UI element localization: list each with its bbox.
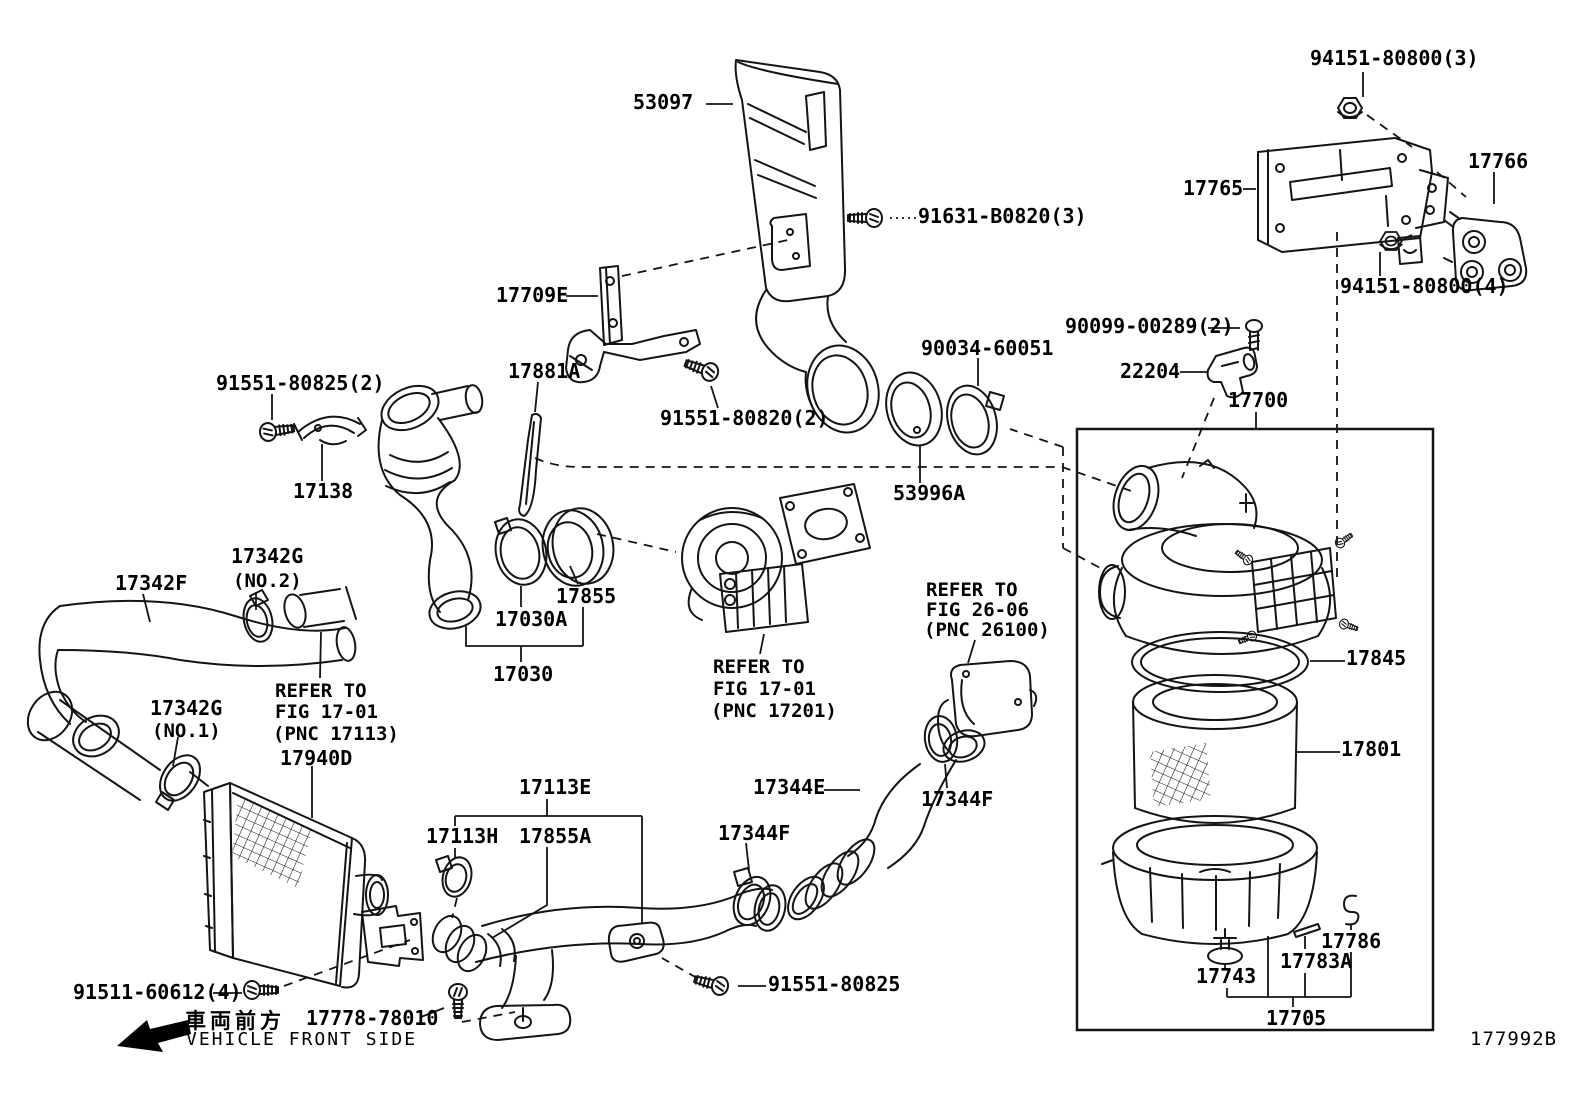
part-hose-53996A <box>885 371 943 447</box>
part-hose-17344E <box>787 715 959 921</box>
part-screw-90099-00289 <box>1245 319 1263 351</box>
part-bolt-91551-80825-2 <box>257 418 296 444</box>
part-label-17709E: 17709E <box>496 283 569 307</box>
part-label-91551-80825: 91551-80825 <box>768 972 901 996</box>
part-intercooler-17940D <box>203 782 424 989</box>
part-bolt-91631-B0820 <box>847 208 883 228</box>
part-clamp-17344F-left <box>732 867 772 927</box>
part-label-91631-B0820: 91631-B0820(3) <box>918 204 1087 228</box>
part-hook-17786 <box>1343 894 1360 926</box>
part-turbocharger <box>681 483 871 633</box>
note-refer-fig17-01-17113-line2: FIG 17-01 <box>275 701 378 723</box>
part-bolt-91551-80820 <box>681 353 722 385</box>
note-refer-fig17-01-17201-line3: (PNC 17201) <box>711 700 837 722</box>
part-label-17344F-left: 17344F <box>718 821 791 845</box>
part-label-17881A: 17881A <box>508 359 581 383</box>
part-label-91551-80820: 91551-80820(2) <box>660 406 829 430</box>
part-label-17342G-no1-sub: (NO.1) <box>152 720 221 742</box>
part-label-17801: 17801 <box>1341 737 1402 761</box>
part-bracket-17765 <box>1257 137 1449 265</box>
part-label-90099-00289: 90099-00289(2) <box>1065 314 1234 338</box>
part-label-17855A: 17855A <box>519 824 592 848</box>
part-label-17765: 17765 <box>1183 176 1244 200</box>
part-bracket-17138 <box>293 415 367 446</box>
part-label-17113H: 17113H <box>426 824 499 848</box>
part-case-17705 <box>1101 815 1318 945</box>
part-label-17342F: 17342F <box>115 571 188 595</box>
part-label-17344F-right: 17344F <box>921 787 994 811</box>
note-refer-fig26-06-26100-line2: FIG 26-06 <box>926 599 1029 621</box>
note-refer-fig26-06-26100-line3: (PNC 26100) <box>924 619 1050 641</box>
note-refer-fig17-01-17113-line3: (PNC 17113) <box>273 723 399 745</box>
part-bolt-17778-78010 <box>448 983 468 1019</box>
part-label-17138: 17138 <box>293 479 354 503</box>
part-clamp-90034-60051 <box>946 384 1005 456</box>
part-clamp-17030A <box>494 517 548 586</box>
assembly-dashed-lines <box>283 114 1467 1023</box>
part-gasket-17845 <box>1131 631 1309 693</box>
part-clamp-17113H <box>435 855 473 898</box>
part-plate-17766 <box>1443 211 1528 292</box>
part-label-17783A: 17783A <box>1280 949 1353 973</box>
part-label-17743: 17743 <box>1196 964 1257 988</box>
figure-code: 177992B <box>1470 1028 1558 1050</box>
part-clip-17743 <box>1207 928 1243 965</box>
part-hose-17342F <box>38 599 357 758</box>
part-label-91511-60612: 91511-60612(4) <box>73 980 242 1004</box>
part-label-17344E: 17344E <box>753 775 826 799</box>
part-sensor-22204 <box>1206 346 1258 399</box>
part-clamp-17342G-no2 <box>242 589 274 643</box>
part-stay-17881A <box>518 413 542 517</box>
front-direction-arrow <box>117 1020 191 1052</box>
part-bracket-17709E <box>565 265 701 384</box>
part-label-53097: 53097 <box>633 90 694 114</box>
part-label-22204: 22204 <box>1120 359 1181 383</box>
front-side-label-jp: 車両前方 <box>185 1009 285 1033</box>
part-nut-94151-80800-3 <box>1337 97 1363 119</box>
part-bolt-91511-60612 <box>243 980 279 1000</box>
part-label-17342G-no2: 17342G <box>231 544 304 568</box>
leader-lines <box>142 72 1495 1018</box>
note-refer-fig17-01-17201-line2: FIG 17-01 <box>713 678 816 700</box>
part-bolt-91551-80825 <box>691 969 732 998</box>
part-label-17855: 17855 <box>556 584 617 608</box>
part-air-hose-17030 <box>377 384 484 630</box>
part-filter-element-17801 <box>1132 674 1298 824</box>
part-label-17845: 17845 <box>1346 646 1407 670</box>
part-label-17342G-no1: 17342G <box>150 696 223 720</box>
note-refer-fig26-06-26100-line1: REFER TO <box>926 579 1018 601</box>
part-label-17342G-no2-sub: (NO.2) <box>233 570 302 592</box>
part-pipe-lower-left <box>26 690 209 801</box>
part-label-91551-80825-2: 91551-80825(2) <box>216 371 385 395</box>
part-label-17766: 17766 <box>1468 149 1529 173</box>
part-label-17778-78010: 17778-78010 <box>306 1006 439 1030</box>
front-side-label-en: VEHICLE FRONT SIDE <box>186 1029 418 1050</box>
part-label-94151-80800-4: 94151-80800(4) <box>1340 274 1509 298</box>
part-pipe-17113E <box>431 884 787 1041</box>
part-air-duct-53097 <box>734 59 880 434</box>
part-label-17786: 17786 <box>1321 929 1382 953</box>
assembly-box-17700 <box>1075 427 1435 1032</box>
note-refer-fig17-01-17201-line1: REFER TO <box>713 656 805 678</box>
part-rod-17783A <box>1293 923 1321 938</box>
part-label-17705: 17705 <box>1266 1006 1327 1030</box>
part-label-94151-80800-3: 94151-80800(3) <box>1310 46 1479 70</box>
part-hose-17855 <box>541 507 615 587</box>
part-label-90034-60051: 90034-60051 <box>921 336 1054 360</box>
part-label-53996A: 53996A <box>893 481 966 505</box>
part-label-17113E: 17113E <box>519 775 592 799</box>
part-label-17030: 17030 <box>493 662 554 686</box>
part-air-cleaner-cap <box>1098 459 1360 655</box>
part-label-17030A: 17030A <box>495 607 568 631</box>
part-pipe-refer-17113 <box>283 586 357 629</box>
part-clamp-17342G-no1 <box>155 754 201 811</box>
part-label-17940D: 17940D <box>280 746 353 770</box>
part-water-outlet-refer-26100 <box>937 660 1038 763</box>
note-refer-fig17-01-17113-line1: REFER TO <box>275 680 367 702</box>
part-label-17700: 17700 <box>1228 388 1289 412</box>
